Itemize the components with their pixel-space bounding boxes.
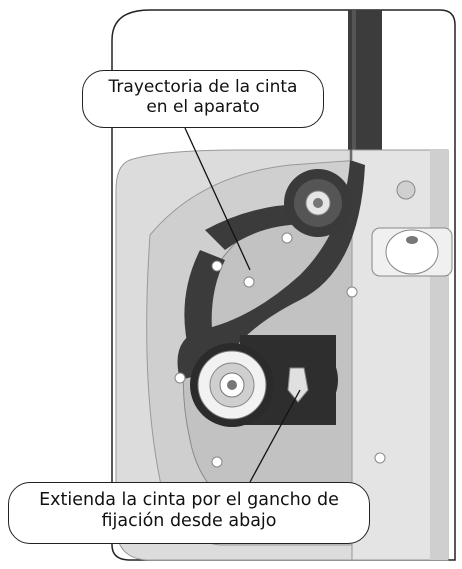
callout-belt-path-line2: en el aparato [146,97,260,118]
upper-roller [284,169,352,237]
callout-hook-instruction: Extienda la cinta por el gancho de fijac… [8,482,370,544]
callout-hook-line2: fijación desde abajo [101,511,277,531]
hook-slot [287,367,309,403]
callout-belt-path-line1: Trayectoria de la cinta [108,77,298,97]
bracket-screw [396,180,416,200]
lower-roller [190,335,338,427]
screw-holes [174,232,386,468]
leader-line-belt-path [184,127,251,271]
belt-loop [177,160,365,380]
callout-hook-line1: Extienda la cinta por el gancho de [39,490,339,510]
leader-line-hook [249,389,301,483]
callout-belt-path: Trayectoria de la cinta en el aparato [82,70,324,128]
belt-guide-roller [371,227,453,277]
